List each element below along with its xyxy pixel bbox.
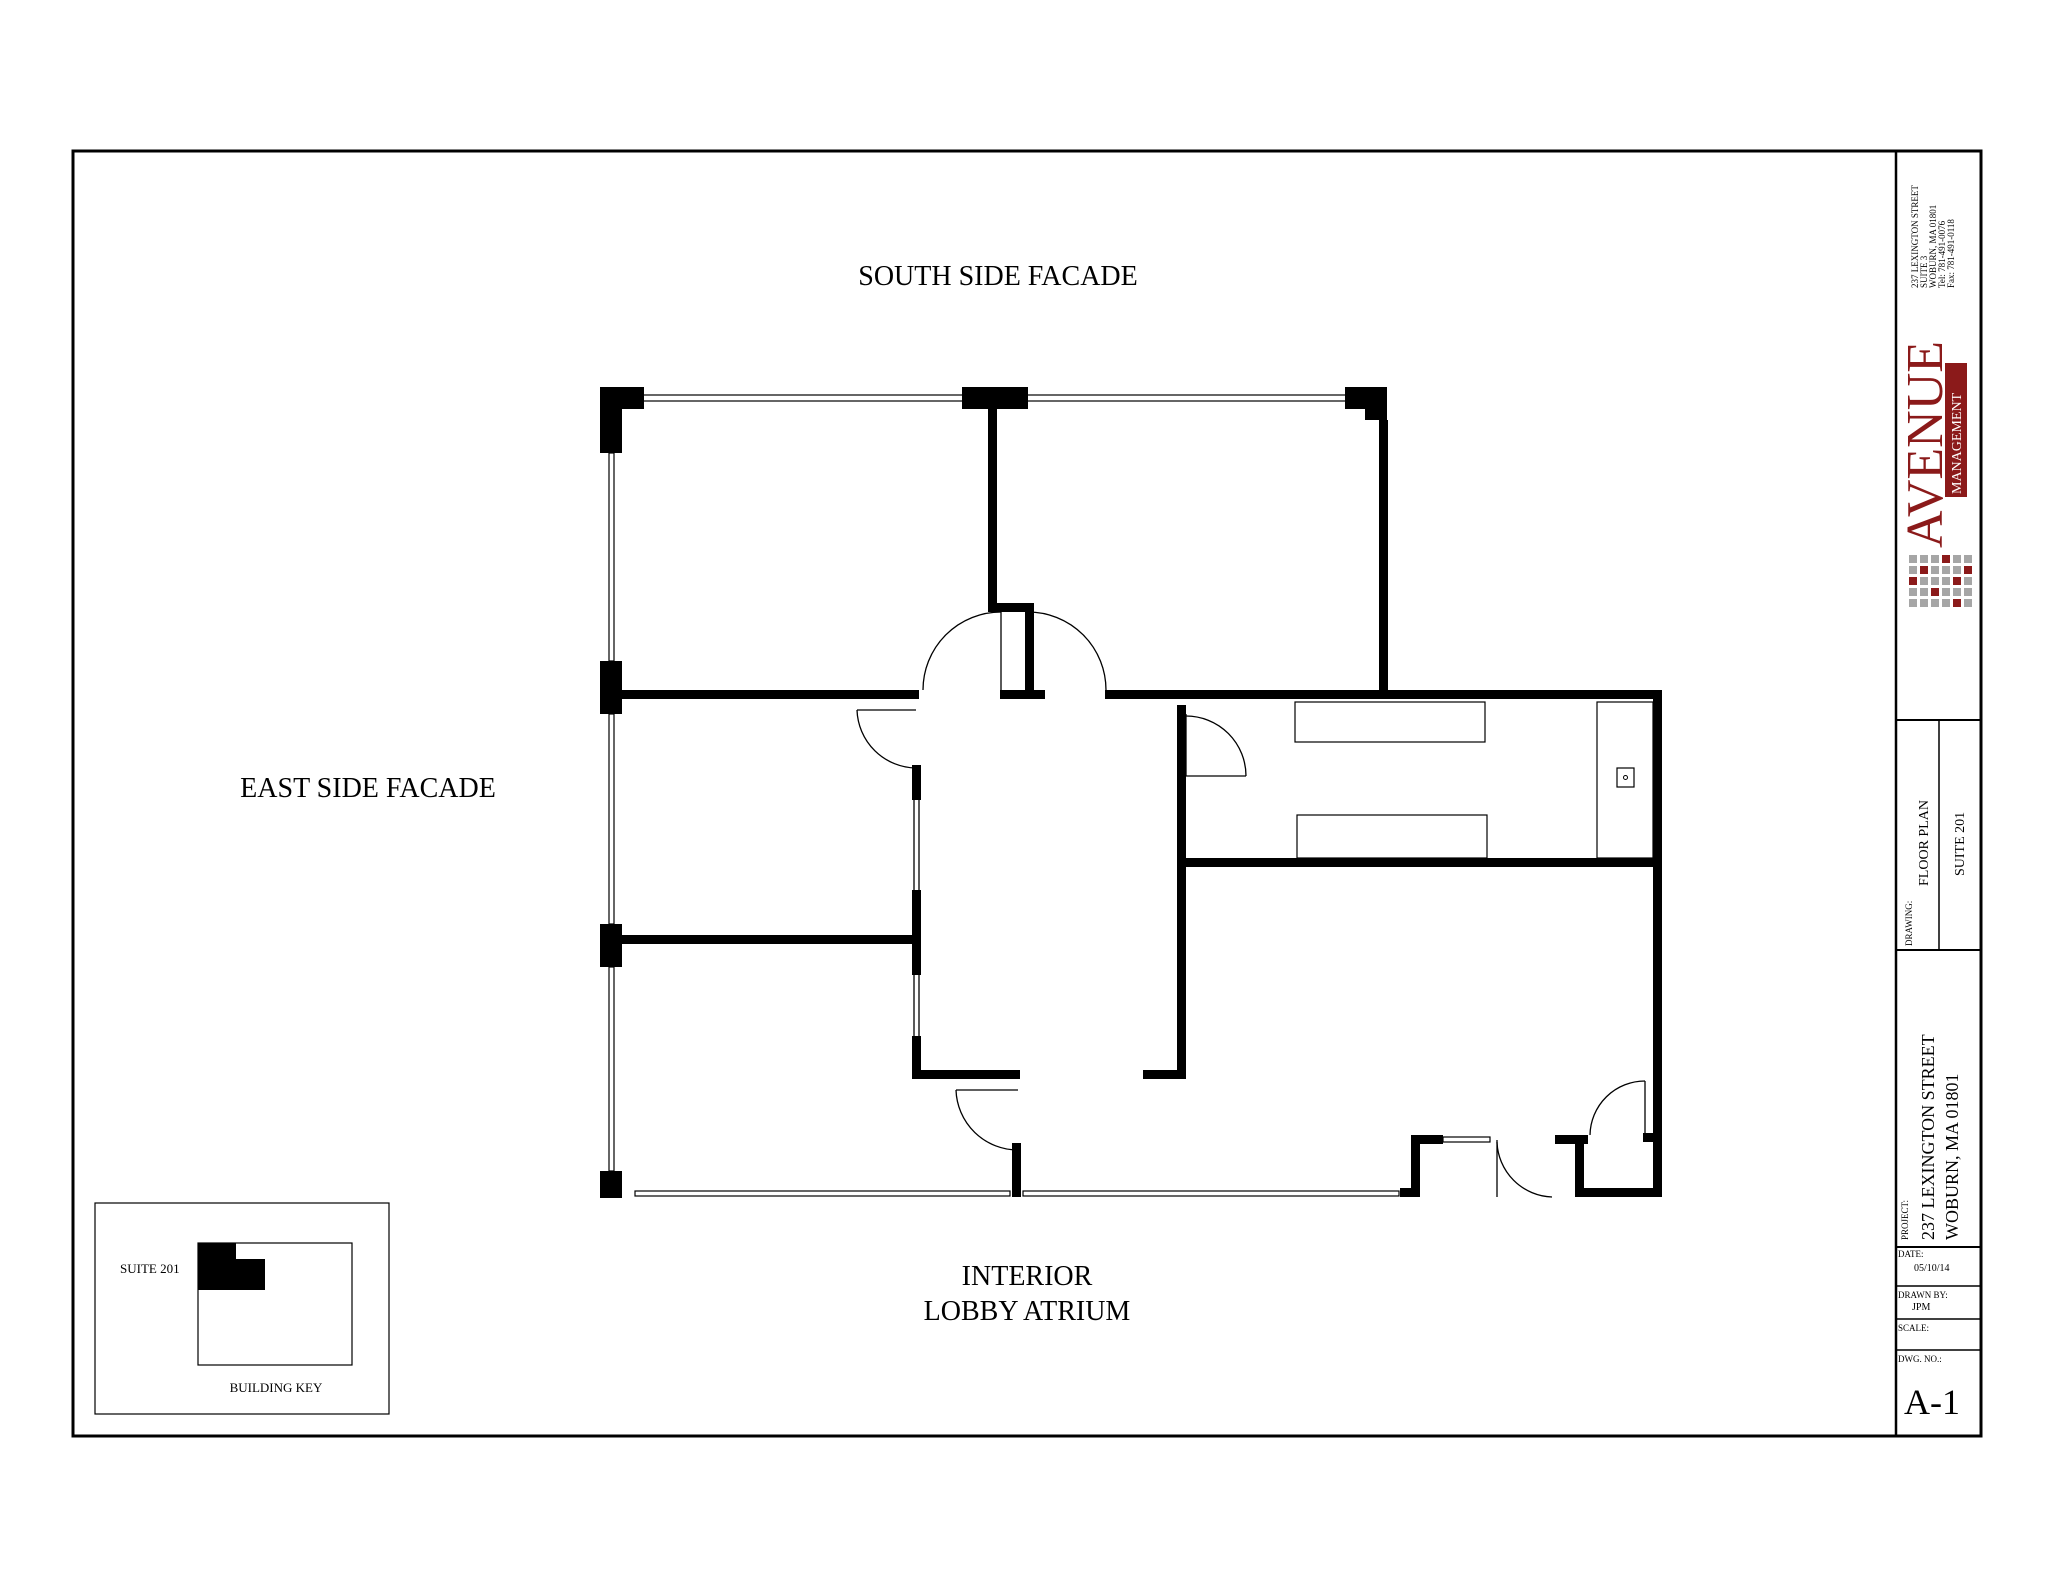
wall-west-stub-2 xyxy=(912,890,921,975)
drawing-suite: SUITE 201 xyxy=(1953,812,1968,876)
sink-icon xyxy=(1616,767,1635,788)
sink-drain xyxy=(1623,775,1628,780)
building-key-caption: BUILDING KEY xyxy=(230,1380,323,1395)
drawing-name: FLOOR PLAN xyxy=(1917,800,1932,886)
wall-office-4-north xyxy=(622,935,912,944)
address-tel: Tel: 781-491-0076 xyxy=(1937,220,1947,288)
wall-entry-base xyxy=(1400,1188,1420,1197)
title-block: 237 LEXINGTON STREET SUITE 3 WOBURN, MA … xyxy=(1896,185,1981,1422)
drawn-by-label: DRAWN BY: xyxy=(1898,1290,1948,1300)
building-outline xyxy=(197,1242,353,1366)
building-key: SUITE 201 BUILDING KEY xyxy=(94,1202,390,1415)
column-south-mid xyxy=(962,387,1028,409)
address-line-3: WOBURN, MA 01801 xyxy=(1928,205,1938,288)
project-label: PROJECT: xyxy=(1900,1200,1910,1240)
door-office-4-swing xyxy=(955,1089,1019,1151)
wall-closet-base xyxy=(1000,690,1045,699)
wall-lobby-stub xyxy=(1012,1143,1021,1197)
suite-201-marker xyxy=(198,1243,236,1290)
column-sw-side xyxy=(600,387,622,453)
address-fax: Fax: 781-491-0118 xyxy=(1946,219,1956,288)
interior-label: INTERIOR xyxy=(962,1261,1093,1292)
wall-kitchen-west xyxy=(1177,780,1186,1079)
wall-east-exterior xyxy=(1653,690,1662,1142)
logo-subtitle: MANAGEMENT xyxy=(1950,392,1965,494)
window-east-1 xyxy=(608,452,615,662)
wall-west-stub-3 xyxy=(912,1036,921,1079)
drawing-label: DRAWING: xyxy=(1904,901,1914,946)
wall-storage-east xyxy=(1653,1133,1662,1197)
wall-storage-top xyxy=(1555,1135,1588,1144)
door-storage-swing xyxy=(1589,1080,1646,1136)
project-address-line2: WOBURN, MA 01801 xyxy=(1942,1073,1962,1240)
avenue-logo: AVENUE MANAGEMENT xyxy=(1897,341,1972,607)
building-key-frame xyxy=(94,1202,390,1415)
window-east-2 xyxy=(608,713,615,925)
logo-grid-icon xyxy=(1909,555,1972,607)
wall-office-2-east xyxy=(1379,420,1388,699)
column-ne xyxy=(600,1171,622,1198)
scale-label: SCALE: xyxy=(1898,1323,1929,1333)
east-facade-label: EAST SIDE FACADE xyxy=(240,773,496,804)
door-closet-west-swing xyxy=(922,611,1002,691)
column-east-2 xyxy=(600,924,622,967)
wall-kitchen-south xyxy=(1177,858,1661,867)
counter-south xyxy=(1296,814,1488,859)
dwg-no-value: A-1 xyxy=(1904,1382,1960,1422)
project-address-line1: 237 LEXINGTON STREET xyxy=(1918,1034,1938,1240)
logo-sub-band xyxy=(1945,363,1967,497)
wall-corridor-north-west xyxy=(622,690,919,699)
column-east-1 xyxy=(600,661,622,714)
lobby-atrium-label: LOBBY ATRIUM xyxy=(924,1296,1131,1327)
door-closet-east-swing xyxy=(1027,611,1107,691)
logo-wordmark: AVENUE xyxy=(1897,341,1954,548)
window-south-1 xyxy=(639,394,966,402)
south-facade-label: SOUTH SIDE FACADE xyxy=(858,261,1138,292)
wall-entry-west xyxy=(1411,1135,1420,1197)
wall-south-return xyxy=(912,1070,1020,1079)
address-line-1: 237 LEXINGTON STREET xyxy=(1910,185,1920,288)
floor-plan xyxy=(600,387,1662,1198)
wall-closet-side xyxy=(1025,603,1034,699)
door-entry-swing xyxy=(1496,1141,1553,1198)
window-lobby-1 xyxy=(634,1190,1011,1197)
wall-kitchen-west-upper xyxy=(1177,705,1186,780)
drawn-by-value: JPM xyxy=(1912,1302,1930,1313)
wall-storage-corner xyxy=(1643,1133,1661,1142)
entry-sidelight xyxy=(1442,1136,1491,1143)
sheet-border xyxy=(71,149,1983,1438)
suite-201-marker-ext xyxy=(236,1259,265,1290)
wall-closet-top xyxy=(988,603,1034,612)
date-value: 05/10/14 xyxy=(1914,1263,1950,1274)
building-key-suite-label: SUITE 201 xyxy=(120,1261,180,1276)
wall-corridor-north-east xyxy=(1105,690,1661,699)
door-office-3-swing xyxy=(856,709,917,769)
column-se-side xyxy=(1365,387,1387,420)
window-south-2 xyxy=(1026,394,1349,402)
wall-storage-west xyxy=(1575,1135,1584,1197)
address-line-2: SUITE 3 xyxy=(1919,255,1929,288)
wall-west-stub-1 xyxy=(912,765,921,800)
wall-entry-top xyxy=(1411,1135,1443,1144)
date-label: DATE: xyxy=(1898,1249,1924,1259)
wall-kitchen-return xyxy=(1143,1070,1186,1079)
window-east-3 xyxy=(608,966,615,1172)
door-kitchen-swing xyxy=(1185,715,1247,777)
window-lobby-2 xyxy=(1022,1190,1400,1197)
wall-storage-base xyxy=(1575,1188,1661,1197)
wall-office-divider xyxy=(988,409,997,609)
company-address: 237 LEXINGTON STREET SUITE 3 WOBURN, MA … xyxy=(1910,185,1956,288)
counter-north xyxy=(1294,701,1486,743)
dwg-no-label: DWG. NO.: xyxy=(1898,1354,1942,1364)
